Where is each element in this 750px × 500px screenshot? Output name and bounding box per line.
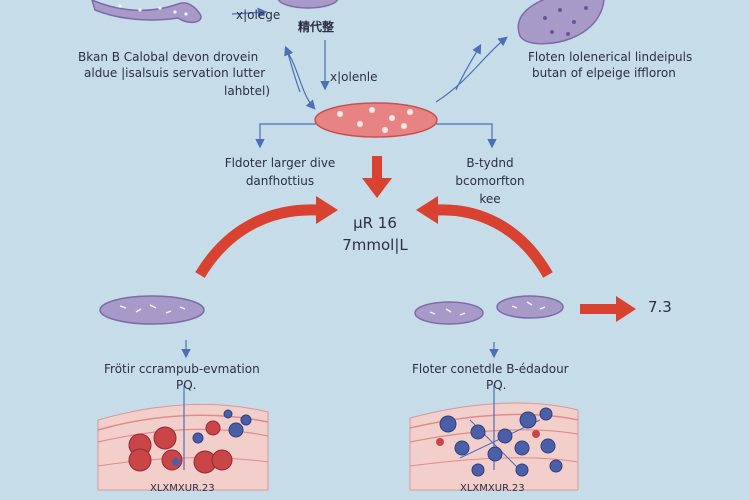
arrow-right-curve: [435, 36, 508, 103]
top-right-purple-cell: [517, 0, 605, 45]
right-purple-cell-b: [496, 295, 564, 319]
arrow-top-small-to-label: [231, 7, 268, 18]
mid-left-line-2: danfhottius: [245, 174, 315, 188]
center-value-line-2: 7mmol|L: [342, 236, 408, 254]
top-left-purple-cell: [91, 0, 202, 24]
central-red-cell: [314, 102, 438, 138]
center-value-line-1: μR 16: [353, 214, 397, 232]
bottom-right-title-line-1: Floter conetdle B-édadour: [412, 362, 569, 376]
left-curved-red-arrow: [195, 204, 319, 278]
right-red-arrow: [580, 296, 636, 322]
label-top-small: x|olege: [236, 8, 281, 22]
right-annotation-line-2: butan of elpeige iffloron: [532, 66, 676, 80]
left-tissue-section: [97, 385, 269, 491]
left-annotation-line-2: aldue |isalsuis servation lutter: [84, 66, 266, 80]
red-down-arrow: [362, 156, 392, 198]
left-annotation-line-3: lahbtel): [224, 84, 271, 98]
arrow-center-left-branch: [255, 123, 316, 149]
label-top-cjk: 精代整: [298, 20, 335, 34]
arrow-left-curve-back: [284, 45, 301, 93]
mid-right-line-1: B-tydnd: [466, 156, 514, 170]
label-top-mid: x|olenle: [330, 70, 378, 84]
left-purple-cell: [99, 295, 205, 325]
mid-left-line-1: Fldoter larger dive: [224, 156, 336, 170]
bottom-right-caption: XLXMXUR.23: [460, 483, 525, 494]
right-curved-red-arrow: [435, 204, 553, 278]
bottom-left-title-line-1: Frötir ccrampub-evmation: [104, 362, 260, 376]
right-value: 7.3: [648, 298, 672, 316]
mid-right-line-2: bcomorfton: [455, 174, 525, 188]
left-curved-red-arrowhead: [316, 196, 338, 224]
arrow-center-right-branch: [436, 123, 497, 149]
left-annotation-line-1: Bkan B Calobal devon drovein: [78, 50, 259, 64]
right-tissue-section: [409, 385, 579, 491]
bottom-right-title-line-2: PQ.: [486, 378, 507, 392]
top-center-purple-cell: [277, 0, 339, 9]
right-annotation-line-1: Floten lolenerical lindeipuls: [528, 50, 693, 64]
right-purple-cell-a: [414, 301, 484, 325]
bottom-left-caption: XLXMXUR.23: [150, 483, 215, 494]
mid-right-line-3: kee: [479, 192, 501, 206]
right-curved-red-arrowhead: [416, 196, 438, 224]
arrow-right-up: [455, 43, 482, 91]
bottom-left-title-line-2: PQ.: [176, 378, 197, 392]
